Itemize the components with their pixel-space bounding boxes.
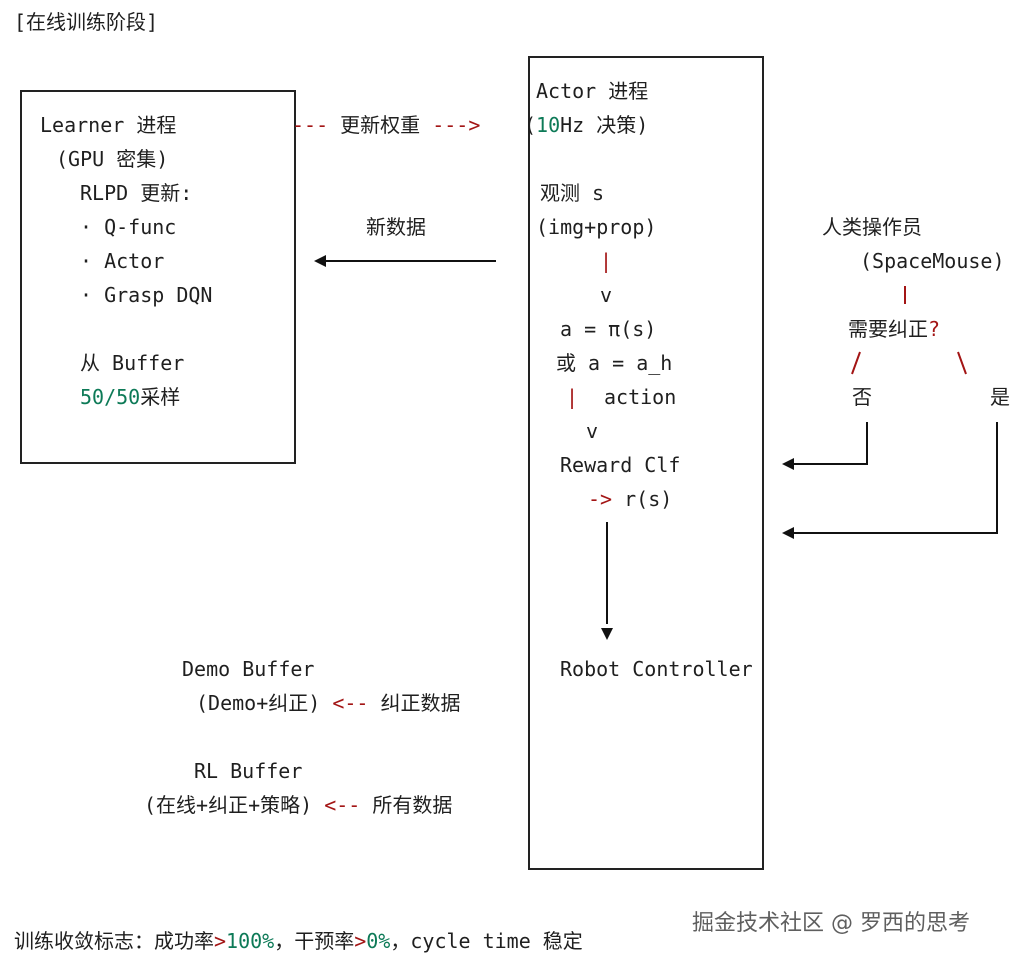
yes-path-arrowhead-icon (782, 527, 794, 539)
human-no: 否 (852, 385, 872, 409)
actor-frequency: (10Hz 决策) (524, 113, 649, 137)
learner-gpu-note: (GPU 密集) (56, 147, 169, 171)
footer-gt-1: > (214, 929, 227, 953)
learner-from-buffer: 从 Buffer (80, 351, 185, 375)
actor-or-human: 或 a = a_h (556, 351, 673, 375)
actor-reward-output: -> r(s) (588, 489, 672, 509)
footer-gt-2: > (354, 929, 367, 953)
update-weights-dashes: --- (292, 113, 329, 137)
rl-buffer-arrow: <-- (324, 793, 361, 817)
actor-pipe-2: | (566, 385, 579, 409)
update-weights-label: 更新权重 (340, 113, 421, 137)
update-weights-arrowhead: ---> (432, 113, 481, 137)
footer-prefix: 训练收敛标志：成功率 (14, 929, 214, 953)
human-question-mark: ? (928, 317, 941, 341)
learner-item-qfunc: · Q-func (80, 215, 177, 239)
actor-freq-number: 10 (536, 113, 561, 137)
footer-suffix: ，cycle time 稳定 (390, 929, 583, 953)
actor-observe: 观测 s (540, 181, 605, 205)
learner-item-actor: · Actor (80, 249, 165, 273)
sampling-ratio: 50/50 (80, 385, 141, 409)
demo-buffer-arrow: <-- (332, 691, 369, 715)
footer-success-value: 100% (226, 929, 275, 953)
no-path-vertical (866, 422, 868, 464)
human-stem (904, 286, 906, 304)
reward-arrow: -> (588, 487, 613, 511)
actor-obs-inputs: (img+prop) (536, 215, 657, 239)
actor-freq-rest: Hz 决策) (560, 113, 649, 137)
learner-title: Learner 进程 (40, 113, 177, 137)
branch-yes (957, 351, 967, 375)
actor-reward-clf: Reward Clf (560, 453, 681, 477)
actor-policy: a = π(s) (560, 317, 657, 341)
demo-buffer-source: 纠正数据 (380, 691, 461, 715)
new-data-arrowhead-icon (314, 255, 326, 267)
human-device: (SpaceMouse) (860, 249, 1005, 273)
new-data-label: 新数据 (366, 215, 426, 239)
actor-action: action (604, 385, 677, 409)
actor-robot-controller: Robot Controller (560, 657, 753, 681)
human-question-text: 需要纠正 (848, 317, 928, 341)
no-path-arrowhead-icon (782, 458, 794, 470)
actor-flow-arrowhead-icon (601, 628, 613, 640)
rl-buffer-contents: (在线+纠正+策略) (144, 793, 313, 817)
footer-intervention-value: 0% (366, 929, 391, 953)
stage-label: [在线训练阶段] (14, 10, 159, 34)
actor-v-2: v (586, 419, 599, 443)
learner-sampling: 50/50采样 (80, 387, 180, 407)
yes-path-vertical (996, 422, 998, 534)
learner-box (20, 90, 296, 464)
demo-buffer-contents: (Demo+纠正) (196, 691, 321, 715)
human-title: 人类操作员 (822, 215, 922, 239)
learner-rlpd-label: RLPD 更新: (80, 181, 193, 205)
footer-convergence: 训练收敛标志：成功率>100%，干预率>0%，cycle time 稳定 (14, 931, 583, 951)
new-data-arrow-line (326, 260, 496, 262)
human-yes: 是 (990, 385, 1010, 409)
reward-value: r(s) (624, 487, 673, 511)
yes-path-horizontal (794, 532, 998, 534)
actor-flow-line (606, 522, 608, 624)
actor-box (528, 56, 764, 870)
watermark: 掘金技术社区 @ 罗西的思考 (692, 911, 970, 936)
decision-branches (851, 351, 967, 375)
rl-buffer-title: RL Buffer (194, 759, 303, 783)
update-weights-arrow: --- 更新权重 ---> (292, 115, 480, 135)
human-question: 需要纠正? (848, 319, 940, 339)
learner-item-grasp-dqn: · Grasp DQN (80, 283, 213, 307)
actor-title: Actor 进程 (536, 79, 649, 103)
no-path-horizontal (794, 463, 868, 465)
actor-pipe-1: | (600, 249, 613, 273)
rl-buffer-source: 所有数据 (372, 793, 453, 817)
demo-buffer-title: Demo Buffer (182, 657, 315, 681)
rl-buffer-row: (在线+纠正+策略) <-- 所有数据 (144, 795, 452, 815)
footer-mid: ，干预率 (274, 929, 355, 953)
demo-buffer-row: (Demo+纠正) <-- 纠正数据 (196, 693, 461, 713)
branch-no (851, 351, 861, 375)
actor-v-1: v (600, 283, 613, 307)
sampling-word: 采样 (140, 385, 181, 409)
